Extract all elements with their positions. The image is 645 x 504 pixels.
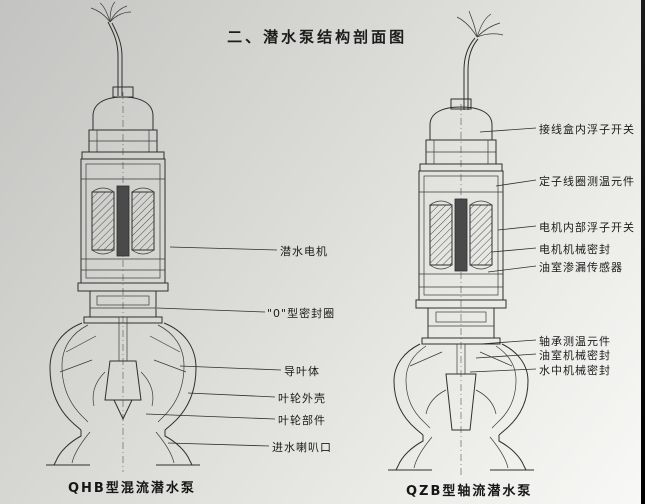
left-pump-motor-housing <box>80 151 166 284</box>
page-title: 二、潜水泵结构剖面图 <box>227 28 408 46</box>
label-water-mechanical-seal: 水中机械密封 <box>539 364 611 377</box>
right-pump-top-cap <box>429 106 493 141</box>
left-pump-top-cap <box>92 96 154 131</box>
right-pump-stator-coil-left <box>429 204 453 266</box>
label-impeller-casing: 叶轮外壳 <box>278 392 326 405</box>
left-pump-drawing <box>46 1 200 472</box>
left-pump-casing <box>46 316 200 466</box>
label-motor-internal-float-switch: 电机内部浮子开关 <box>539 221 635 234</box>
label-inlet-bell-mouth: 进水喇叭口 <box>272 441 332 454</box>
label-o-ring-seal: "0"型密封圈 <box>267 307 336 320</box>
right-pump-impeller <box>445 373 477 431</box>
label-guide-vane-body: 导叶体 <box>284 365 320 378</box>
label-motor-mechanical-seal: 电机机械密封 <box>539 243 611 256</box>
left-pump-cable <box>90 1 132 96</box>
right-pump-lifting-eye <box>450 98 472 110</box>
label-stator-coil-temp-sensor: 定子线圈测温元件 <box>539 175 635 188</box>
leader-lines <box>145 127 537 447</box>
label-oil-chamber-leak-sensor: 油室渗漏传感器 <box>539 261 623 274</box>
left-pump-bell-mouth <box>53 430 82 466</box>
right-pump-drawing <box>388 10 534 476</box>
label-submersible-motor: 潜水电机 <box>280 245 328 258</box>
right-pump-cable <box>456 10 504 110</box>
left-pump-stator-coil-left <box>91 191 115 251</box>
right-pump-caption: QZB型轴流潜水泵 <box>406 484 533 499</box>
left-pump-caption: QHB型混流潜水泵 <box>68 481 196 496</box>
right-pump-rotor <box>454 198 468 272</box>
left-pump-stator-coil-right <box>131 191 155 251</box>
right-pump-motor-housing <box>418 163 504 301</box>
right-pump-casing <box>388 343 534 471</box>
right-pump-stator-coil-right <box>469 204 493 266</box>
scan-edge <box>641 0 645 504</box>
left-pump-impeller <box>104 360 142 401</box>
label-bearing-temp-sensor: 轴承测温元件 <box>539 335 611 348</box>
label-oil-chamber-mechanical-seal: 油室机械密封 <box>539 349 611 362</box>
right-pump-bell-mouth <box>395 435 424 471</box>
left-pump-rotor <box>116 185 130 257</box>
label-junction-box-float-switch: 接线盒内浮子开关 <box>539 123 635 136</box>
label-impeller-parts: 叶轮部件 <box>278 414 326 427</box>
